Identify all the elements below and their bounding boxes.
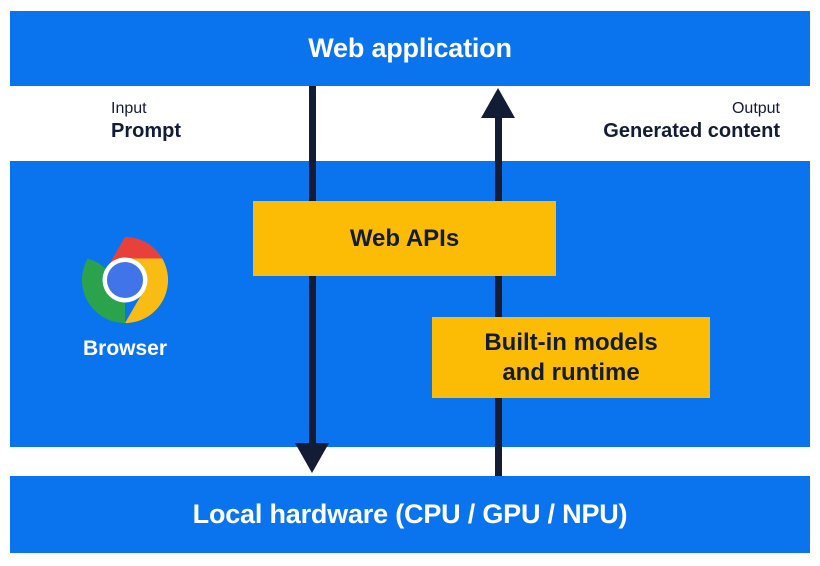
arrow-down-icon-head: [295, 443, 329, 473]
band-local-hardware: Local hardware (CPU / GPU / NPU): [10, 476, 810, 553]
flow-output-value: Generated content: [603, 119, 780, 142]
flow-input-value: Prompt: [111, 119, 181, 142]
browser-caption-label: Browser: [82, 337, 168, 360]
box-builtin-models-label-line-1: Built-in models: [484, 329, 658, 357]
box-builtin-models-label-line-2: and runtime: [502, 358, 640, 386]
box-web-apis: Web APIs: [253, 201, 556, 276]
flow-input-kind: Input: [111, 100, 147, 117]
arrow-up-icon-head: [481, 88, 515, 118]
arrow-up-icon-shaft: [495, 112, 502, 476]
box-web-apis-label: Web APIs: [349, 224, 460, 252]
box-builtin-models-label: Built-in models and runtime: [484, 328, 657, 387]
band-web-application-label: Web application: [308, 33, 512, 63]
chrome-logo-icon: [81, 236, 169, 324]
box-builtin-models: Built-in models and runtime: [432, 317, 710, 398]
flow-label-input: Input Prompt: [111, 99, 181, 143]
band-local-hardware-label: Local hardware (CPU / GPU / NPU): [192, 499, 628, 529]
flow-label-output: Output Generated content: [603, 99, 780, 143]
band-web-application: Web application: [10, 11, 810, 86]
flow-output-kind: Output: [731, 100, 780, 117]
